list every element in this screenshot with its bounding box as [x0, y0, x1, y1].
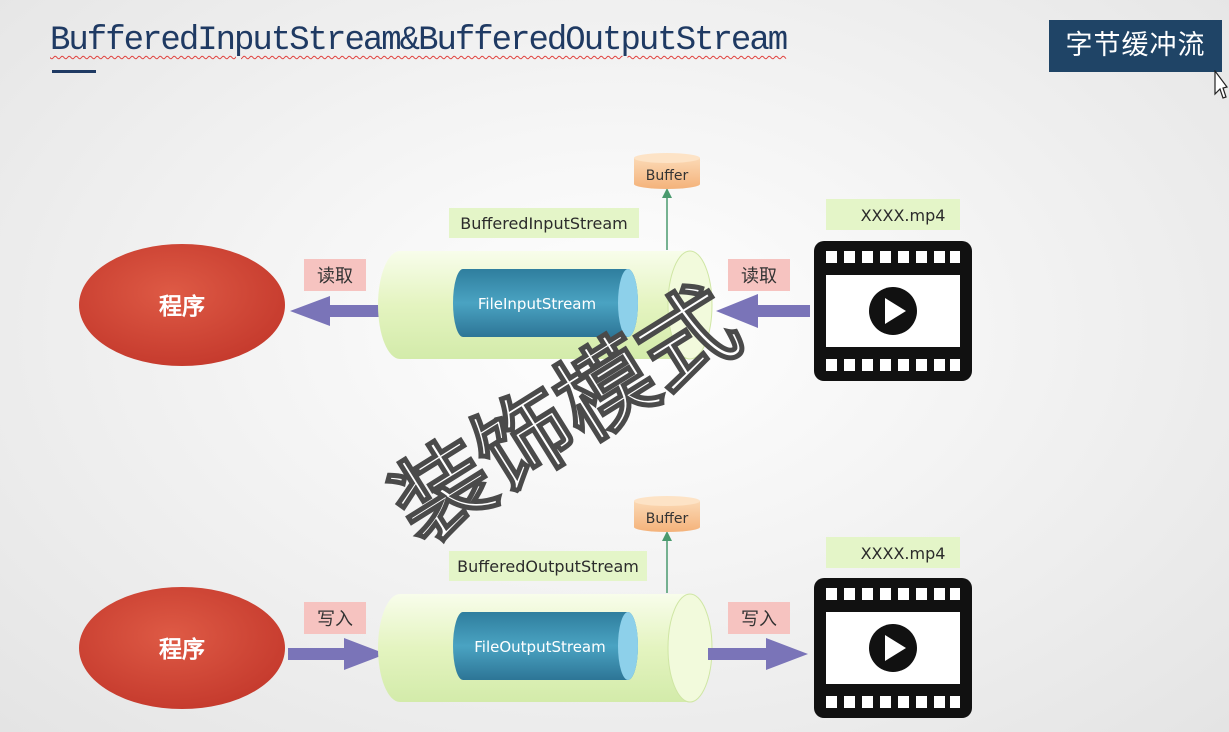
- write-tag-right: [728, 602, 790, 634]
- program-node: [79, 244, 285, 366]
- write-tag-left: [304, 602, 366, 634]
- program-node: [79, 587, 285, 709]
- read-tag-right-label: 读取: [741, 266, 777, 287]
- buffered-output-label: BufferedOutputStream: [457, 557, 639, 576]
- mouse-cursor-icon: [1214, 70, 1228, 99]
- output-row: 程序 写入 BufferedOutputStream FileOutputStr…: [79, 496, 972, 718]
- slide-title: BufferedInputStream&BufferedOutputStream: [50, 22, 788, 60]
- file-input-stream-cylinder: [453, 269, 638, 337]
- buffer-cylinder: [634, 501, 700, 532]
- file-output-stream-label: FileOutputStream: [474, 638, 605, 656]
- write-arrow-left: [288, 638, 386, 670]
- buffered-output-label-box: [449, 551, 647, 581]
- input-file-label: XXXX.mp4: [861, 206, 946, 225]
- input-file-label-box: [826, 199, 960, 230]
- read-tag-left: [304, 259, 366, 291]
- read-tag-right: [728, 259, 790, 291]
- program-label: 程序: [159, 636, 205, 663]
- program-label: 程序: [159, 293, 205, 320]
- write-arrow-right: [708, 638, 808, 670]
- buffer-label: Buffer: [646, 511, 689, 527]
- read-arrow-right: [716, 294, 810, 328]
- title-underline: [52, 70, 96, 73]
- input-row: 程序 读取 BufferedInputStream FileInputStrea…: [79, 153, 972, 381]
- buffered-input-label-box: [449, 208, 639, 238]
- topic-badge: 字节缓冲流: [1049, 20, 1222, 72]
- read-tag-left-label: 读取: [317, 266, 353, 287]
- file-input-stream-label: FileInputStream: [478, 295, 596, 313]
- file-output-stream-cylinder: [453, 612, 638, 680]
- buffer-cylinder: [634, 158, 700, 189]
- write-tag-left-label: 写入: [317, 609, 353, 630]
- video-file-icon: [814, 578, 972, 718]
- output-file-label: XXXX.mp4: [861, 544, 946, 563]
- read-arrow-left: [290, 296, 386, 326]
- buffer-label: Buffer: [646, 168, 689, 184]
- buffered-input-label: BufferedInputStream: [460, 214, 628, 233]
- output-file-label-box: [826, 537, 960, 568]
- video-file-icon: [814, 241, 972, 381]
- write-tag-right-label: 写入: [741, 609, 777, 630]
